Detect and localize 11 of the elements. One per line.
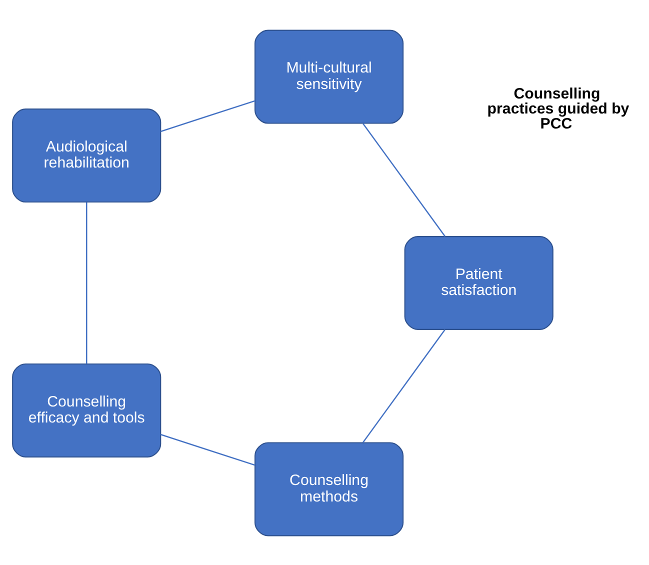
connector	[362, 122, 446, 236]
connector	[160, 433, 256, 466]
node-box: Patient satisfaction	[404, 236, 554, 330]
node-box: Multi-cultural sensitivity	[254, 29, 404, 124]
connector	[362, 328, 446, 442]
connector	[160, 100, 256, 132]
connector	[86, 202, 88, 364]
node-box: Counselling efficacy and tools	[12, 362, 162, 457]
node-box: Counselling methods	[254, 442, 404, 536]
node-box: Audiological rehabilitation	[12, 108, 162, 202]
label: Counselling practices guided by PCC	[487, 84, 630, 132]
